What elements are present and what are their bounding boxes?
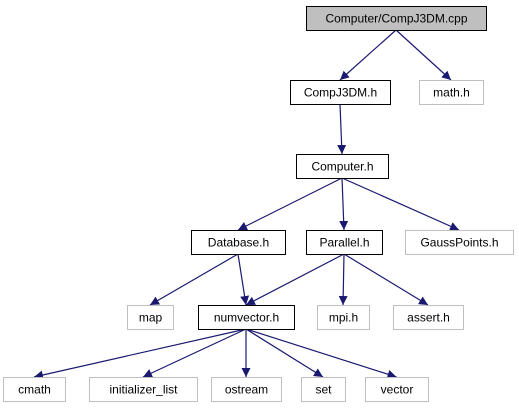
edge-compj3dm-h-to-computer-h [337, 103, 347, 155]
node-label: Computer/CompJ3DM.cpp [325, 12, 467, 26]
edge-computer-h-to-gausspoints-h [341, 177, 460, 231]
node-label: Database.h [208, 236, 269, 250]
node-label: vector [381, 383, 414, 397]
node-compj3dm-h[interactable]: CompJ3DM.h [290, 80, 391, 105]
node-label: mpi.h [329, 311, 358, 325]
node-box [317, 305, 370, 330]
node-label: initializer_list [109, 383, 178, 397]
node-box [301, 377, 346, 402]
node-computer-h[interactable]: Computer.h [296, 154, 389, 179]
node-box [393, 305, 464, 330]
node-gausspoints-h: GaussPoints.h [405, 230, 514, 255]
node-map: map [127, 305, 174, 330]
node-numvector-h[interactable]: numvector.h [198, 305, 295, 330]
node-box [306, 6, 487, 31]
node-label: ostream [225, 383, 268, 397]
node-box [89, 377, 198, 402]
node-label: Parallel.h [319, 236, 369, 250]
node-box [365, 377, 429, 402]
edge-parallel-h-to-assert-h [343, 253, 429, 306]
node-parallel-h[interactable]: Parallel.h [306, 230, 383, 255]
edge-database-h-to-map [149, 253, 239, 306]
edges-layer [33, 29, 460, 380]
node-label: GaussPoints.h [420, 236, 498, 250]
node-box [3, 377, 66, 402]
edge-computer-compj3dm-cpp-to-compj3dm-h [339, 29, 397, 81]
node-label: assert.h [407, 311, 450, 325]
node-label: set [315, 383, 332, 397]
node-assert-h: assert.h [393, 305, 464, 330]
node-math-h: math.h [419, 80, 484, 105]
edge-numvector-h-to-vector [245, 328, 397, 379]
edge-numvector-h-to-cmath [33, 328, 247, 380]
node-label: math.h [433, 86, 470, 100]
node-label: Computer.h [311, 160, 373, 174]
node-label: map [139, 311, 163, 325]
node-box [211, 377, 282, 402]
node-label: CompJ3DM.h [304, 86, 377, 100]
node-mpi-h: mpi.h [317, 305, 370, 330]
edge-parallel-h-to-mpi-h [338, 253, 348, 306]
node-cmath: cmath [3, 377, 66, 402]
node-box [419, 80, 484, 105]
node-label: numvector.h [214, 311, 279, 325]
node-label: cmath [18, 383, 51, 397]
node-box [198, 305, 295, 330]
node-computer-compj3dm-cpp: Computer/CompJ3DM.cpp [306, 6, 487, 31]
node-initializer-list: initializer_list [89, 377, 198, 402]
node-box [405, 230, 514, 255]
node-database-h[interactable]: Database.h [191, 230, 286, 255]
node-box [306, 230, 383, 255]
node-box [296, 154, 389, 179]
node-box [191, 230, 286, 255]
node-set: set [301, 377, 346, 402]
edge-parallel-h-to-numvector-h [245, 253, 345, 306]
node-box [127, 305, 174, 330]
node-ostream: ostream [211, 377, 282, 402]
edge-computer-compj3dm-cpp-to-math-h [395, 29, 452, 81]
edge-numvector-h-to-set [245, 328, 324, 378]
node-vector: vector [365, 377, 429, 402]
edge-computer-h-to-parallel-h [339, 177, 349, 231]
edge-numvector-h-to-initializer-list [142, 328, 247, 378]
node-box [290, 80, 391, 105]
edge-database-h-to-numvector-h [237, 253, 250, 306]
edge-computer-h-to-database-h [237, 177, 343, 231]
